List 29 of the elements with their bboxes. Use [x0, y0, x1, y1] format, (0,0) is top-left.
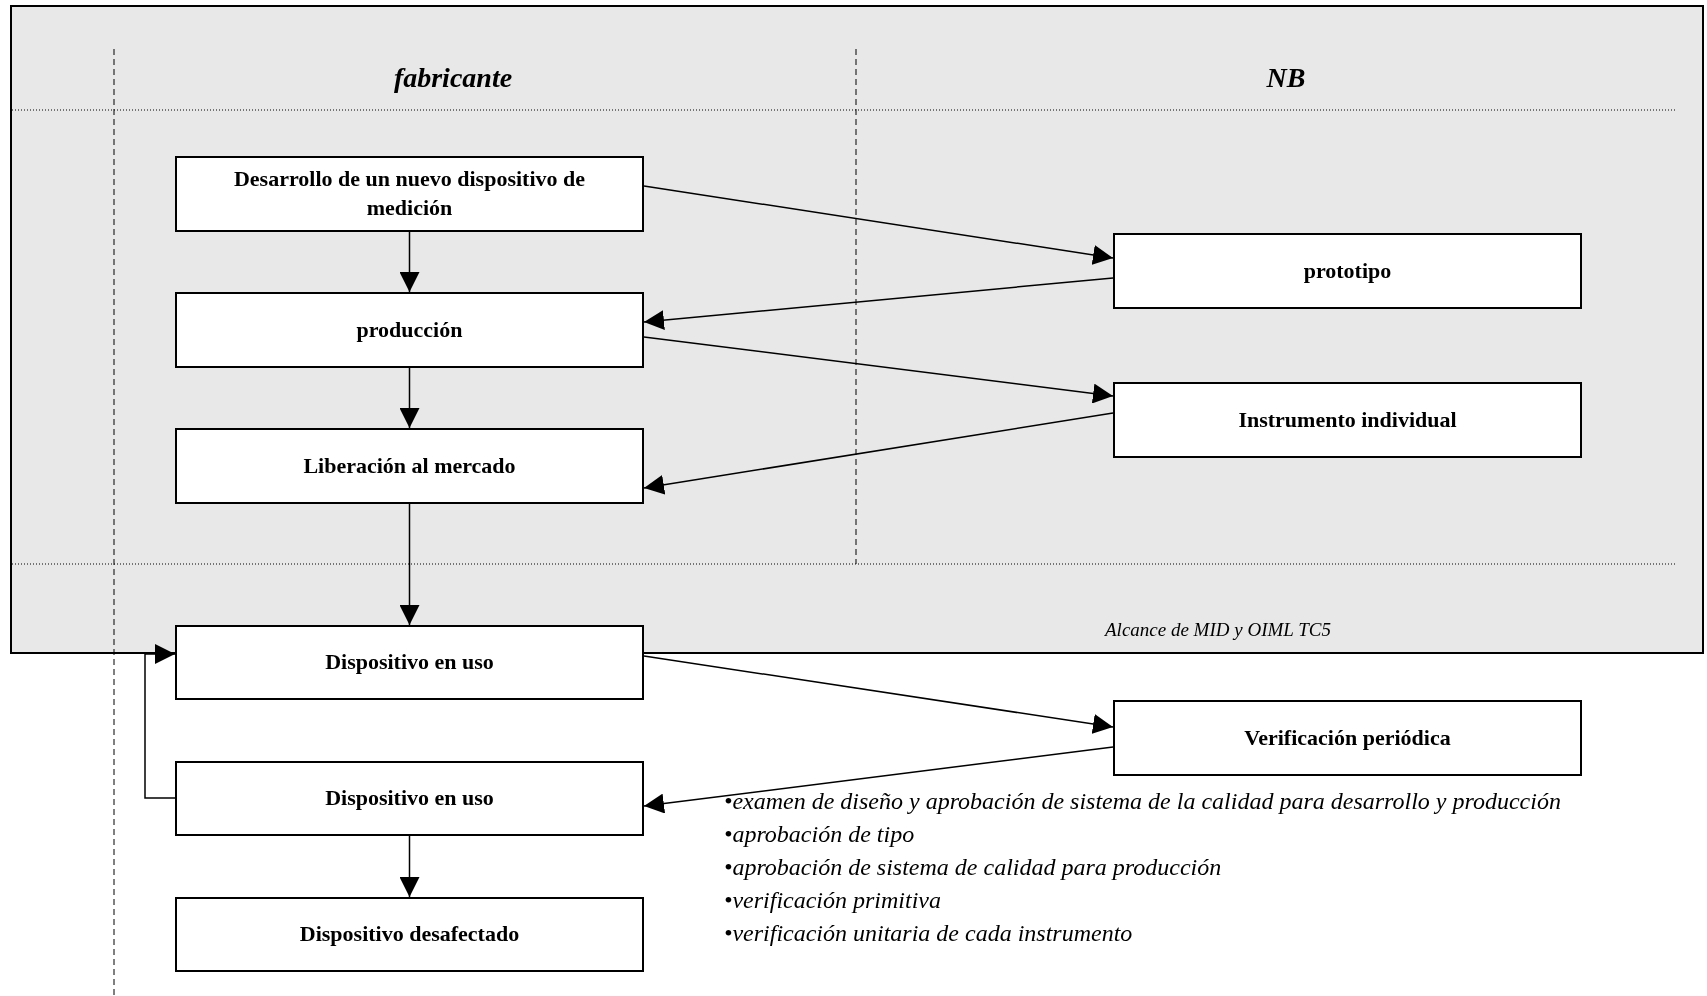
process-box: Dispositivo en uso [175, 625, 644, 700]
process-box: Dispositivo en uso [175, 761, 644, 836]
arrow [643, 336, 1114, 404]
arrow [144, 644, 176, 799]
scope-panel [10, 5, 1704, 654]
lane-header: NB [1266, 62, 1306, 94]
bullet-item: •examen de diseño y aprobación de sistema de la calidad para desarrollo y producción [724, 788, 1561, 815]
bullet-item: •verificación primitiva [724, 887, 942, 914]
arrow [643, 412, 1114, 495]
process-box: Verificación periódica [1113, 700, 1582, 776]
arrow [399, 503, 420, 626]
bullet-item: •verificación unitaria de cada instrumento [724, 920, 1133, 947]
arrow [643, 746, 1114, 814]
arrow [399, 835, 420, 898]
process-box: Liberación al mercado [175, 428, 644, 504]
arrow [643, 277, 1114, 331]
process-box: prototipo [1113, 233, 1582, 309]
arrow [643, 655, 1114, 734]
bullet-item: •aprobación de sistema de calidad para producción [724, 854, 1222, 881]
process-box: Desarrollo de un nuevo dispositivo de medición [175, 156, 644, 232]
lane-header: fabricante [393, 62, 513, 94]
scope-label: Alcance de MID y OIML TC5 [1105, 619, 1331, 641]
arrow [399, 231, 420, 293]
process-box: Dispositivo desafectado [175, 897, 644, 972]
arrow [643, 185, 1114, 265]
process-box: producción [175, 292, 644, 368]
bullet-item: •aprobación de tipo [724, 821, 915, 848]
process-box: Instrumento individual [1113, 382, 1582, 458]
arrow [399, 367, 420, 429]
